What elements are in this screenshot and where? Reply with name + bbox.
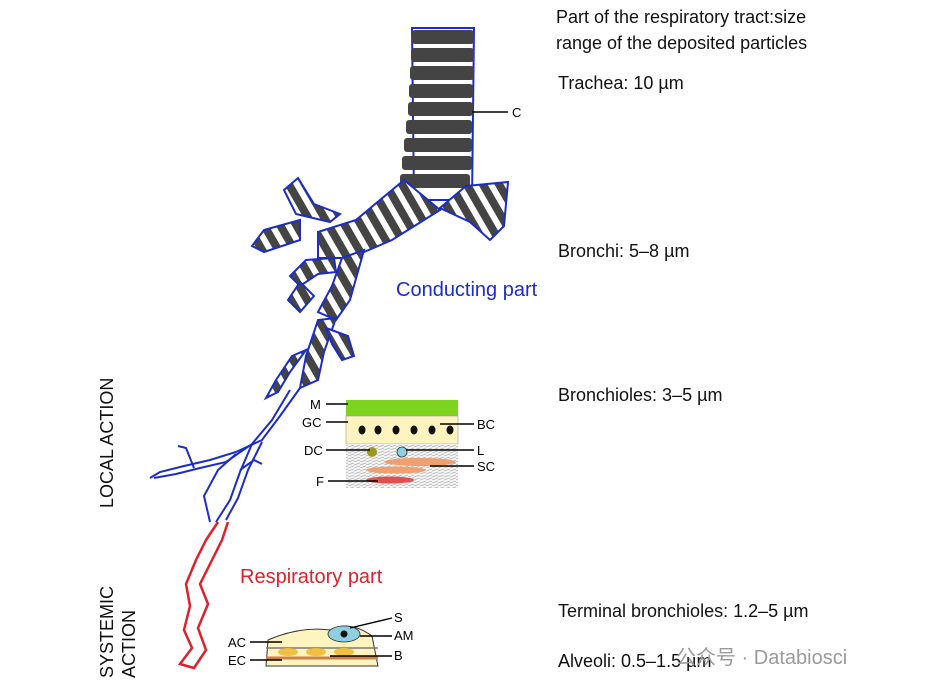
respiratory-part-label: Respiratory part (240, 566, 383, 588)
bronchioles-size: Bronchioles: 3–5 µm (558, 385, 723, 405)
label-ec: EC (228, 653, 246, 668)
trachea-size: Trachea: 10 µm (558, 73, 684, 93)
label-gc: GC (302, 415, 322, 430)
bronchioles (149, 387, 301, 523)
label-b: B (394, 648, 403, 663)
bronchi-size: Bronchi: 5–8 µm (558, 241, 690, 261)
label-m: M (310, 397, 321, 412)
alveolar-wall-histology (265, 625, 379, 667)
label-f: F (316, 474, 324, 489)
conducting-part-label: Conducting part (396, 279, 538, 301)
header-line2: range of the deposited particles (556, 33, 808, 53)
watermark: 公众号 · Databiosci (676, 647, 848, 669)
trachea-rings (400, 30, 474, 188)
label-ac: AC (228, 635, 246, 650)
alveolar-leaders (250, 617, 393, 661)
terminal-bronchioles-size: Terminal bronchioles: 1.2–5 µm (558, 601, 809, 621)
right-main-bronchus (438, 180, 510, 242)
histology-leaders (326, 403, 474, 482)
bronchial-tree (250, 176, 442, 401)
label-sc: SC (477, 459, 495, 474)
trachea (400, 27, 476, 201)
label-dc: DC (304, 443, 323, 458)
alveoli-size: Alveoli: 0.5–1.5 µm (558, 651, 712, 671)
header-title: Part of the respiratory tract:size range… (556, 4, 807, 56)
label-l: L (477, 443, 484, 458)
respiratory-tree (177, 521, 230, 670)
label-s: S (394, 610, 403, 625)
bronchiole-wall-histology (345, 400, 459, 488)
label-bc: BC (477, 417, 495, 432)
header-line1: Part of the respiratory tract:size (556, 7, 807, 27)
label-c: C (512, 105, 521, 120)
label-am: AM (394, 628, 414, 643)
